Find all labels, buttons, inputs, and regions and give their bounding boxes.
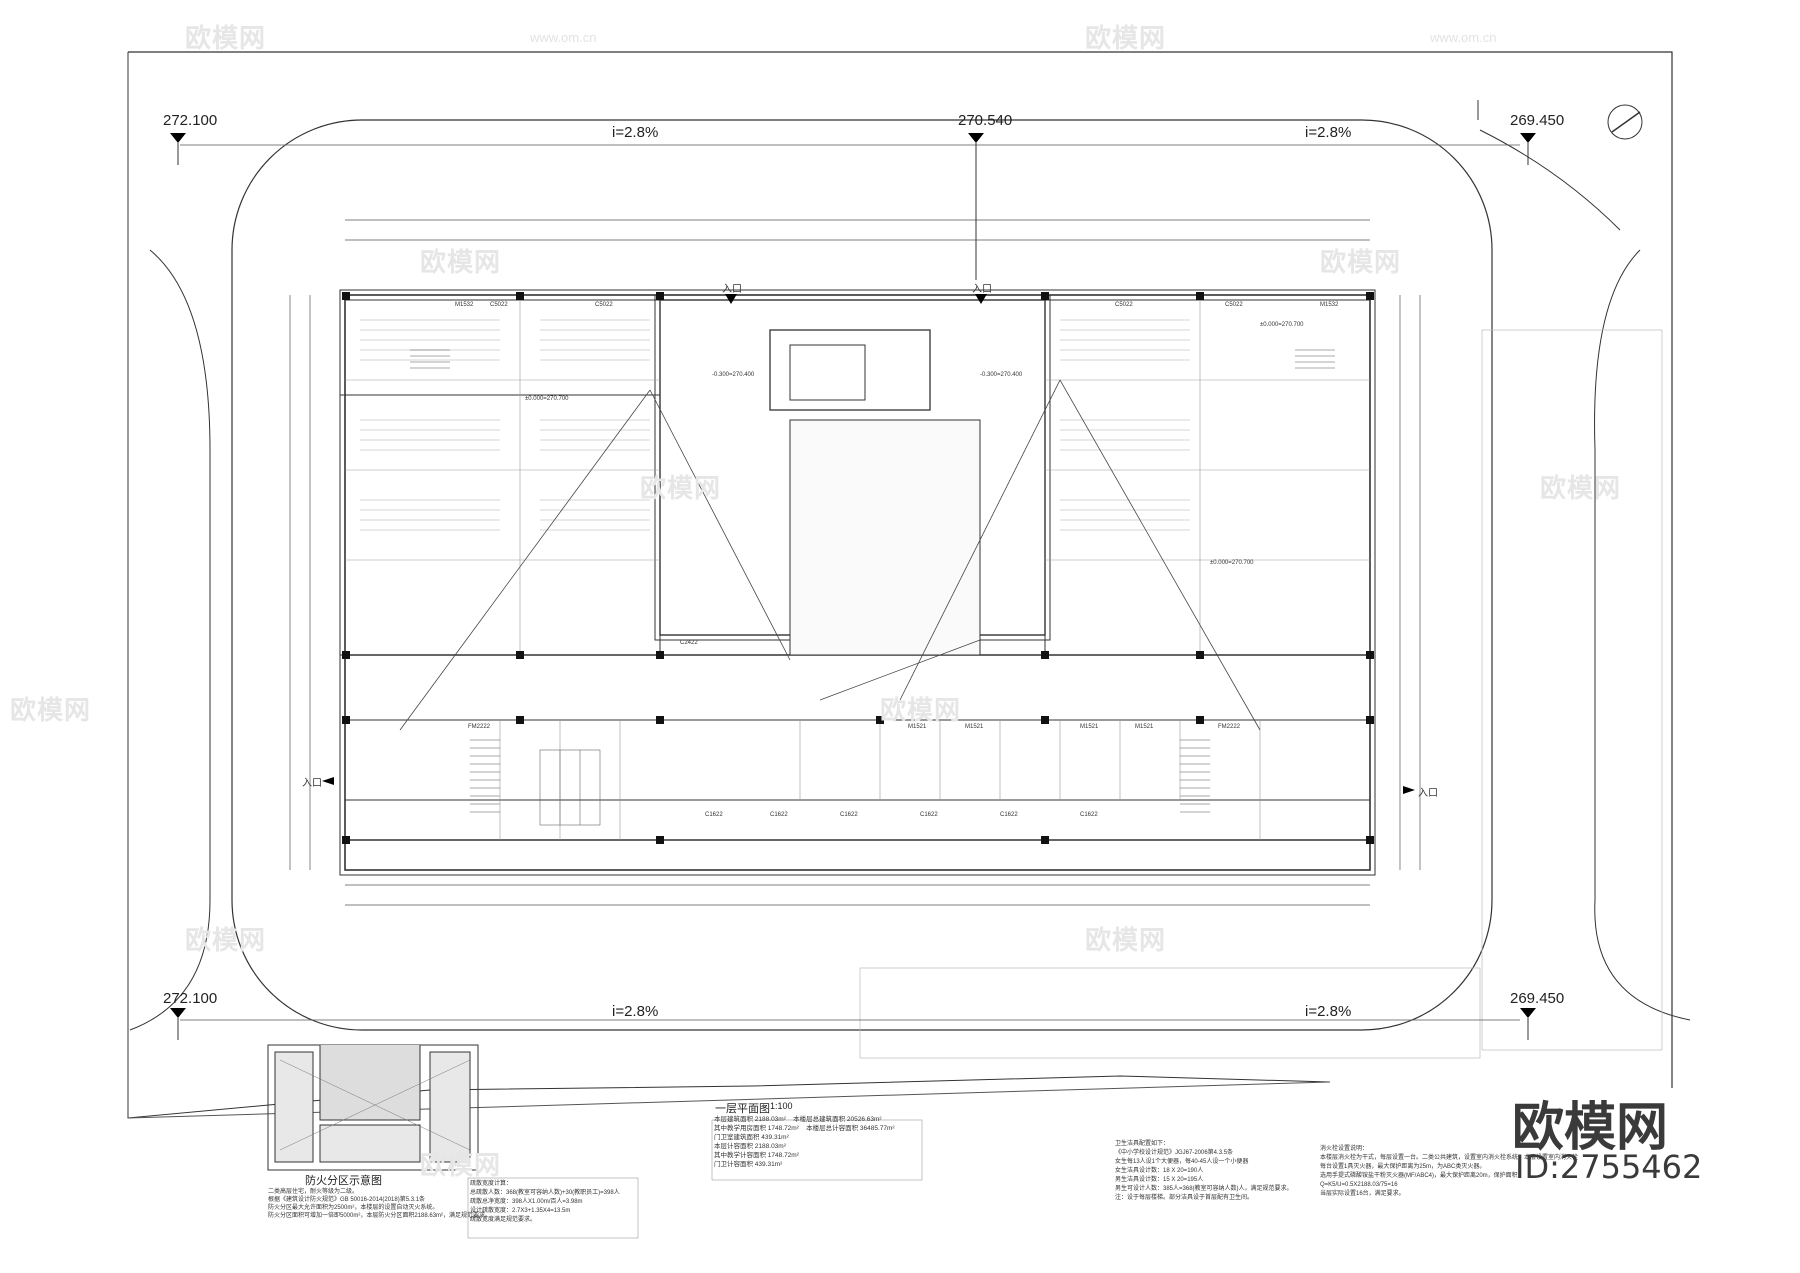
- door-label: C5022: [490, 302, 508, 308]
- level-mark: ±0.000=270.700: [1210, 560, 1254, 566]
- door-label: M1521: [965, 724, 984, 730]
- door-label: C5022: [1225, 302, 1243, 308]
- level-mark: -0.300=270.400: [712, 372, 755, 378]
- door-label: M1532: [455, 302, 474, 308]
- equipment-note: 消火栓设置说明： 本楼层消火栓为干式，每层设置一台。二类公共建筑，设置室内消火栓…: [1320, 1146, 1579, 1197]
- watermark-url: www.om.cn: [1430, 30, 1497, 45]
- slope-top-left: i=2.8%: [612, 124, 659, 141]
- watermark: 欧模网: [420, 248, 502, 278]
- level-mark: ±0.000=270.700: [1260, 322, 1304, 328]
- elevation-top-right: 269.450: [1510, 112, 1565, 129]
- window-label: C1622: [770, 812, 788, 818]
- watermark: 欧模网: [185, 24, 267, 54]
- watermark: 欧模网: [185, 926, 267, 956]
- elevation-bottom-left: 272.100: [163, 990, 218, 1007]
- window-label: C1622: [705, 812, 723, 818]
- plan-scale: 1:100: [770, 1101, 793, 1111]
- fire-zone-title: 防火分区示意图: [305, 1175, 382, 1187]
- watermark: 欧模网: [1320, 248, 1402, 278]
- window-label: C1622: [840, 812, 858, 818]
- slope-bottom-right: i=2.8%: [1305, 1003, 1352, 1020]
- watermark: 欧模网: [420, 1151, 502, 1181]
- slope-top-right: i=2.8%: [1305, 124, 1352, 141]
- door-label: FM2222: [468, 724, 491, 730]
- watermark: 欧模网: [1085, 24, 1167, 54]
- elevation-top-center: 270.540: [958, 112, 1013, 129]
- elevation-top-left: 272.100: [163, 112, 218, 129]
- slope-bottom-left: i=2.8%: [612, 1003, 659, 1020]
- window-label: C1622: [1000, 812, 1018, 818]
- area-note: 本层建筑面积 2188.03m² 本楼层总建筑面积 20526.63m² 其中教…: [714, 1116, 895, 1168]
- watermark: 欧模网: [10, 696, 92, 726]
- watermark: 欧模网: [640, 474, 722, 504]
- entrance-label: 入口: [722, 284, 742, 295]
- door-label: M1521: [1080, 724, 1099, 730]
- entrance-label: 入口: [1418, 788, 1438, 799]
- window-label: C2422: [680, 640, 698, 646]
- door-label: M1532: [1320, 302, 1339, 308]
- watermark: 欧模网: [880, 696, 962, 726]
- door-label: M1521: [1135, 724, 1154, 730]
- elevation-bottom-right: 269.450: [1510, 990, 1565, 1007]
- door-label: FM2222: [1218, 724, 1241, 730]
- brand-logo: 欧模网: [1512, 1098, 1669, 1158]
- door-label: C5022: [595, 302, 613, 308]
- plan-title: 一层平面图: [715, 1103, 770, 1115]
- door-label: C5022: [1115, 302, 1133, 308]
- entrance-label: 入口: [972, 284, 992, 295]
- watermark: 欧模网: [1540, 474, 1622, 504]
- level-mark: ±0.000=270.700: [525, 396, 569, 402]
- entrance-label: 入口: [302, 778, 322, 789]
- fire-zone-note: 二类高层住宅，耐火等级为二级。 根据《建筑设计防火规范》GB 50016-201…: [268, 1189, 492, 1219]
- sanitary-note: 卫生洁具配置如下： 《中小学校设计规范》JGJ67-2006第4.3.5条 女生…: [1115, 1141, 1293, 1201]
- door-label: M1521: [908, 724, 927, 730]
- model-id: ID:2755462: [1515, 1148, 1703, 1186]
- level-mark: -0.300=270.400: [980, 372, 1023, 378]
- evacuation-note: 疏散宽度计算： 总疏散人数：368(教室可容纳人数)+30(教职员工)=398人…: [470, 1181, 620, 1223]
- window-label: C1622: [1080, 812, 1098, 818]
- watermark-url: www.om.cn: [530, 30, 597, 45]
- window-label: C1622: [920, 812, 938, 818]
- watermark: 欧模网: [1085, 926, 1167, 956]
